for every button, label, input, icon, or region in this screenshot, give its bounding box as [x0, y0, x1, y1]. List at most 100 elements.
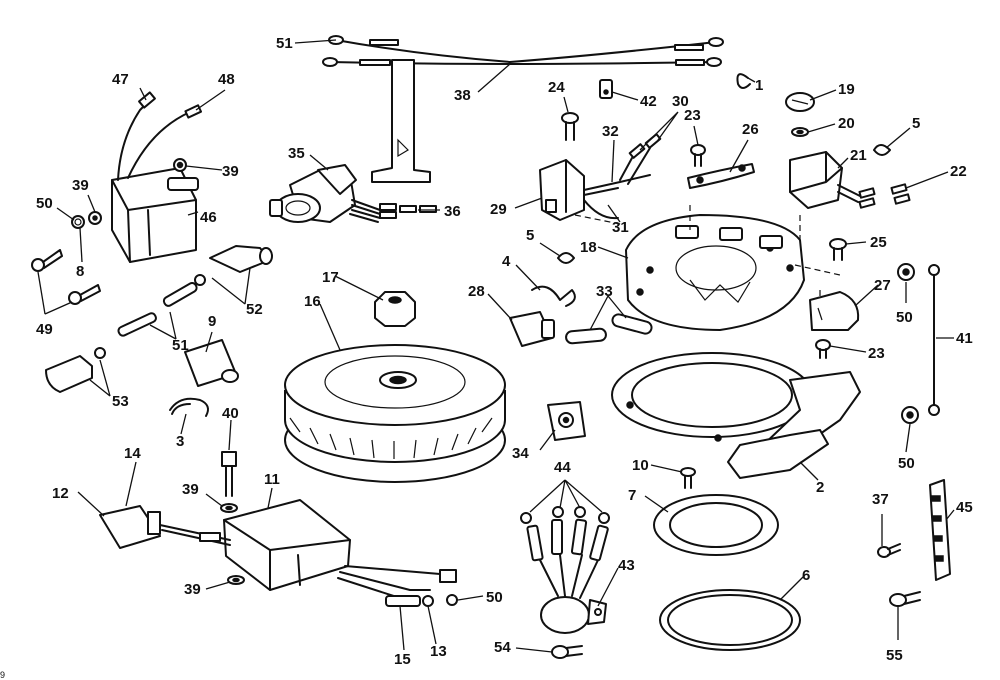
clip-5-left — [557, 252, 575, 264]
callout-50d: 50 — [898, 455, 915, 472]
wire-harness-top — [322, 35, 724, 67]
callout-49: 49 — [36, 321, 53, 338]
callout-3: 3 — [176, 433, 184, 450]
wire-to-module — [159, 524, 231, 546]
callout-1: 1 — [755, 77, 763, 94]
mounting-bracket — [371, 59, 431, 183]
callout-47: 47 — [112, 71, 129, 88]
callout-39c: 39 — [182, 481, 199, 498]
callout-12: 12 — [52, 485, 69, 502]
timer-ring — [611, 352, 861, 479]
callout-37: 37 — [872, 491, 889, 508]
callout-18: 18 — [580, 239, 597, 256]
connector-28 — [509, 311, 555, 347]
clip-5-right — [873, 144, 891, 156]
flywheel — [284, 344, 506, 483]
switch-21 — [789, 151, 861, 209]
ignition-coil — [111, 91, 203, 263]
callout-50c: 50 — [896, 309, 913, 326]
leader-lines — [37, 39, 955, 653]
wire-out-module — [337, 565, 457, 599]
leads-30 — [619, 133, 662, 185]
callout-39d: 39 — [184, 581, 201, 598]
callout-7: 7 — [628, 487, 636, 504]
spark-plug-wires-51 — [117, 282, 198, 337]
callout-25: 25 — [870, 234, 887, 251]
callout-27: 27 — [874, 277, 891, 294]
callout-31: 31 — [612, 219, 629, 236]
callout-42: 42 — [640, 93, 657, 110]
screws-49 — [31, 249, 101, 305]
callout-6: 6 — [802, 567, 810, 584]
connector-14 — [99, 505, 161, 549]
callout-4: 4 — [502, 253, 511, 270]
callout-38: 38 — [454, 87, 471, 104]
callout-39b: 39 — [72, 177, 89, 194]
rectifier — [520, 506, 610, 634]
terminal-13-15 — [385, 595, 434, 607]
callout-30: 30 — [672, 93, 689, 110]
clip-3 — [169, 397, 209, 417]
callout-11: 11 — [264, 471, 280, 488]
rod-41 — [928, 264, 940, 416]
screw-24 — [561, 112, 579, 141]
screw-23-top — [690, 144, 706, 167]
callout-28: 28 — [468, 283, 485, 300]
boot-53 — [45, 347, 106, 393]
callout-16: 16 — [304, 293, 321, 310]
cd-ignition-module — [223, 499, 351, 591]
spark-plug-boot-52 — [194, 245, 273, 286]
callout-36: 36 — [444, 203, 461, 220]
callout-34: 34 — [512, 445, 529, 462]
washers-50-right — [897, 263, 919, 424]
corner-mark: 9 — [0, 670, 5, 680]
wire-leads-36 — [349, 199, 437, 223]
screw-10 — [680, 467, 696, 489]
callout-51a: 51 — [276, 35, 293, 52]
callout-5a: 5 — [526, 227, 534, 244]
callout-43: 43 — [618, 557, 635, 574]
washer-20 — [791, 127, 809, 137]
washers-39-module — [220, 503, 458, 606]
callout-48: 48 — [218, 71, 235, 88]
leads-22 — [858, 183, 911, 209]
clip-42 — [599, 79, 613, 99]
screw-25 — [829, 238, 847, 261]
callout-35: 35 — [288, 145, 305, 162]
callout-44: 44 — [554, 459, 571, 476]
screw-19 — [785, 92, 815, 112]
screw-54 — [551, 645, 583, 659]
link-26 — [687, 163, 755, 189]
callout-9: 9 — [208, 313, 216, 330]
washers-left-of-coil — [71, 211, 102, 229]
callout-15: 15 — [394, 651, 411, 668]
callout-19: 19 — [838, 81, 855, 98]
bolt-40 — [221, 451, 237, 497]
sensor-34 — [547, 401, 586, 441]
retainer-plate-7 — [653, 494, 779, 556]
callout-labels: 51 38 1 19 20 5 21 22 25 27 23 41 50 50 … — [0, 35, 973, 680]
callout-32: 32 — [602, 123, 619, 140]
callout-46: 46 — [200, 209, 217, 226]
spring-clip-1 — [736, 73, 751, 89]
callout-23a: 23 — [684, 107, 701, 124]
callout-14: 14 — [124, 445, 141, 462]
callout-54: 54 — [494, 639, 511, 656]
callout-26: 26 — [742, 121, 759, 138]
screw-23-bottom — [815, 339, 831, 359]
callout-13: 13 — [430, 643, 447, 660]
callout-33: 33 — [596, 283, 613, 300]
dashed-guides-base — [574, 205, 841, 310]
callout-39a: 39 — [222, 163, 239, 180]
callout-5b: 5 — [912, 115, 920, 132]
callout-20: 20 — [838, 115, 855, 132]
sensor-29 — [539, 159, 651, 221]
retaining-ring-6 — [659, 589, 801, 651]
nut-39-top — [173, 158, 187, 172]
terminal-block-45 — [929, 479, 951, 581]
flywheel-nut — [374, 291, 416, 327]
callout-40: 40 — [222, 405, 239, 422]
screw-37 — [877, 543, 901, 558]
